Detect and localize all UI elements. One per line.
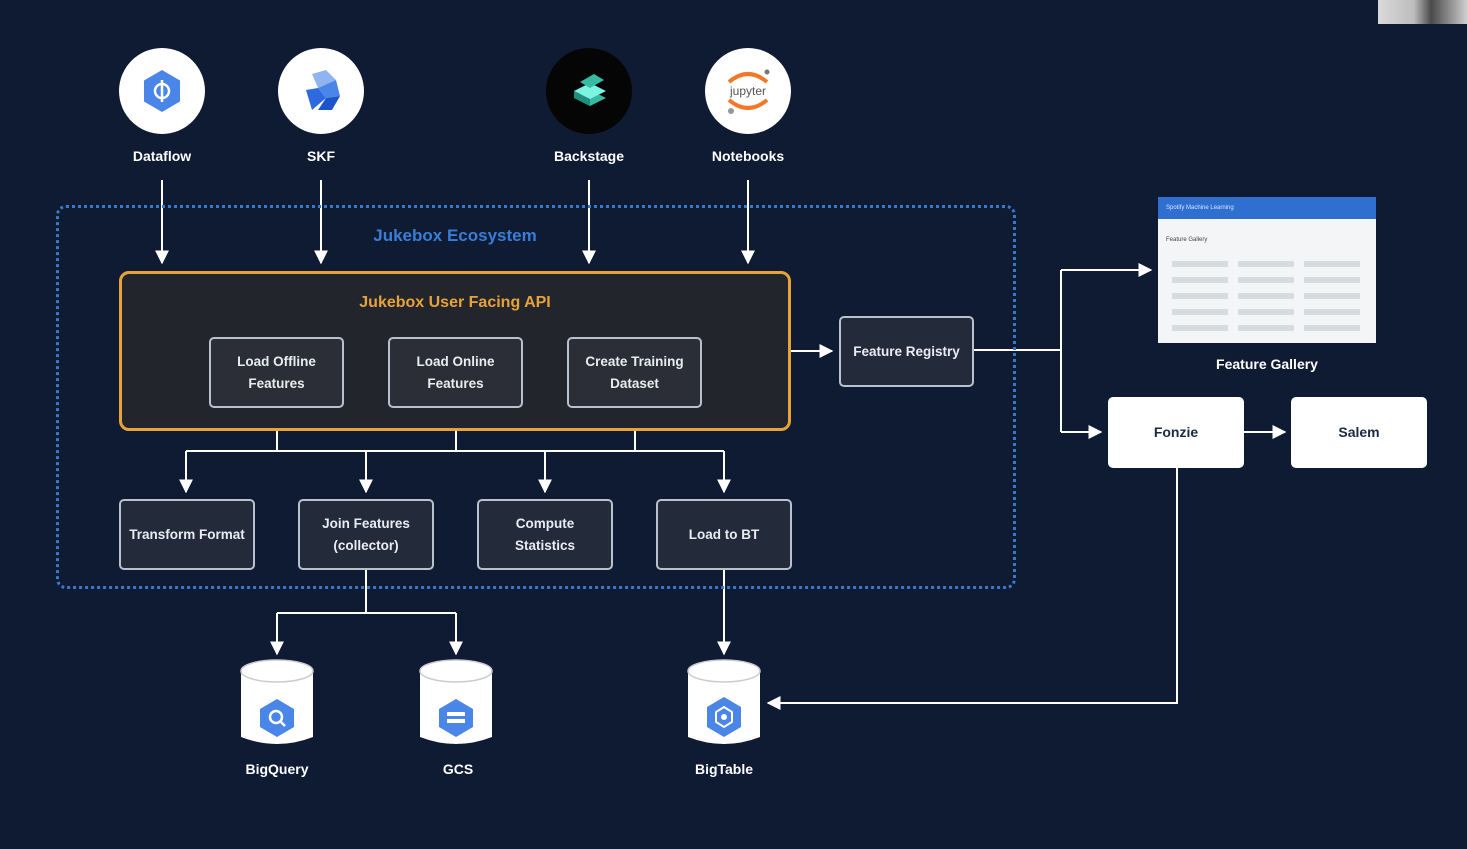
feature-registry-box: Feature Registry bbox=[839, 316, 974, 387]
compute-statistics-box: Compute Statistics bbox=[477, 499, 613, 570]
bigquery-label: BigQuery bbox=[245, 761, 309, 777]
dataflow-icon bbox=[144, 70, 180, 112]
bigtable-cylinder bbox=[687, 659, 761, 744]
fonzie-box: Fonzie bbox=[1108, 397, 1244, 468]
gcs-icon bbox=[439, 699, 473, 737]
bigquery-icon bbox=[260, 699, 294, 737]
dataflow-logo bbox=[119, 48, 205, 134]
api-title: Jukebox User Facing API bbox=[359, 294, 551, 311]
join-features-box: Join Features (collector) bbox=[298, 499, 434, 570]
feature-gallery-label: Feature Gallery bbox=[1216, 356, 1318, 372]
gallery-subtitle: Feature Gallery bbox=[1166, 237, 1208, 243]
jupyter-icon: jupyter bbox=[727, 69, 770, 114]
dataflow-label: Dataflow bbox=[132, 148, 192, 164]
jupyter-wordmark: jupyter bbox=[729, 84, 766, 98]
jukebox-ecosystem-title: Jukebox Ecosystem bbox=[373, 226, 537, 245]
bigquery-cylinder bbox=[240, 659, 314, 744]
skf-label: SKF bbox=[307, 148, 335, 164]
gcs-cylinder bbox=[419, 659, 493, 744]
salem-box: Salem bbox=[1291, 397, 1427, 468]
backstage-logo bbox=[546, 48, 632, 134]
jukebox-ecosystem-boundary bbox=[56, 205, 1016, 589]
bigtable-label: BigTable bbox=[694, 761, 754, 777]
gallery-header: Spotify Machine Learning bbox=[1158, 197, 1376, 219]
load-online-features-box: Load Online Features bbox=[388, 337, 523, 408]
presenter-video-thumbnail bbox=[1378, 0, 1467, 24]
notebooks-label: Notebooks bbox=[711, 148, 785, 164]
notebooks-logo: jupyter bbox=[705, 48, 791, 134]
backstage-label: Backstage bbox=[553, 148, 625, 164]
feature-gallery-screenshot: Spotify Machine Learning Feature Gallery bbox=[1158, 197, 1376, 343]
load-offline-features-box: Load Offline Features bbox=[209, 337, 344, 408]
transform-format-box: Transform Format bbox=[119, 499, 255, 570]
gcs-label: GCS bbox=[442, 761, 474, 777]
load-to-bt-box: Load to BT bbox=[656, 499, 792, 570]
create-training-dataset-box: Create Training Dataset bbox=[567, 337, 702, 408]
skf-logo bbox=[278, 48, 364, 134]
backstage-icon bbox=[574, 74, 606, 106]
kubeflow-icon bbox=[306, 70, 340, 110]
